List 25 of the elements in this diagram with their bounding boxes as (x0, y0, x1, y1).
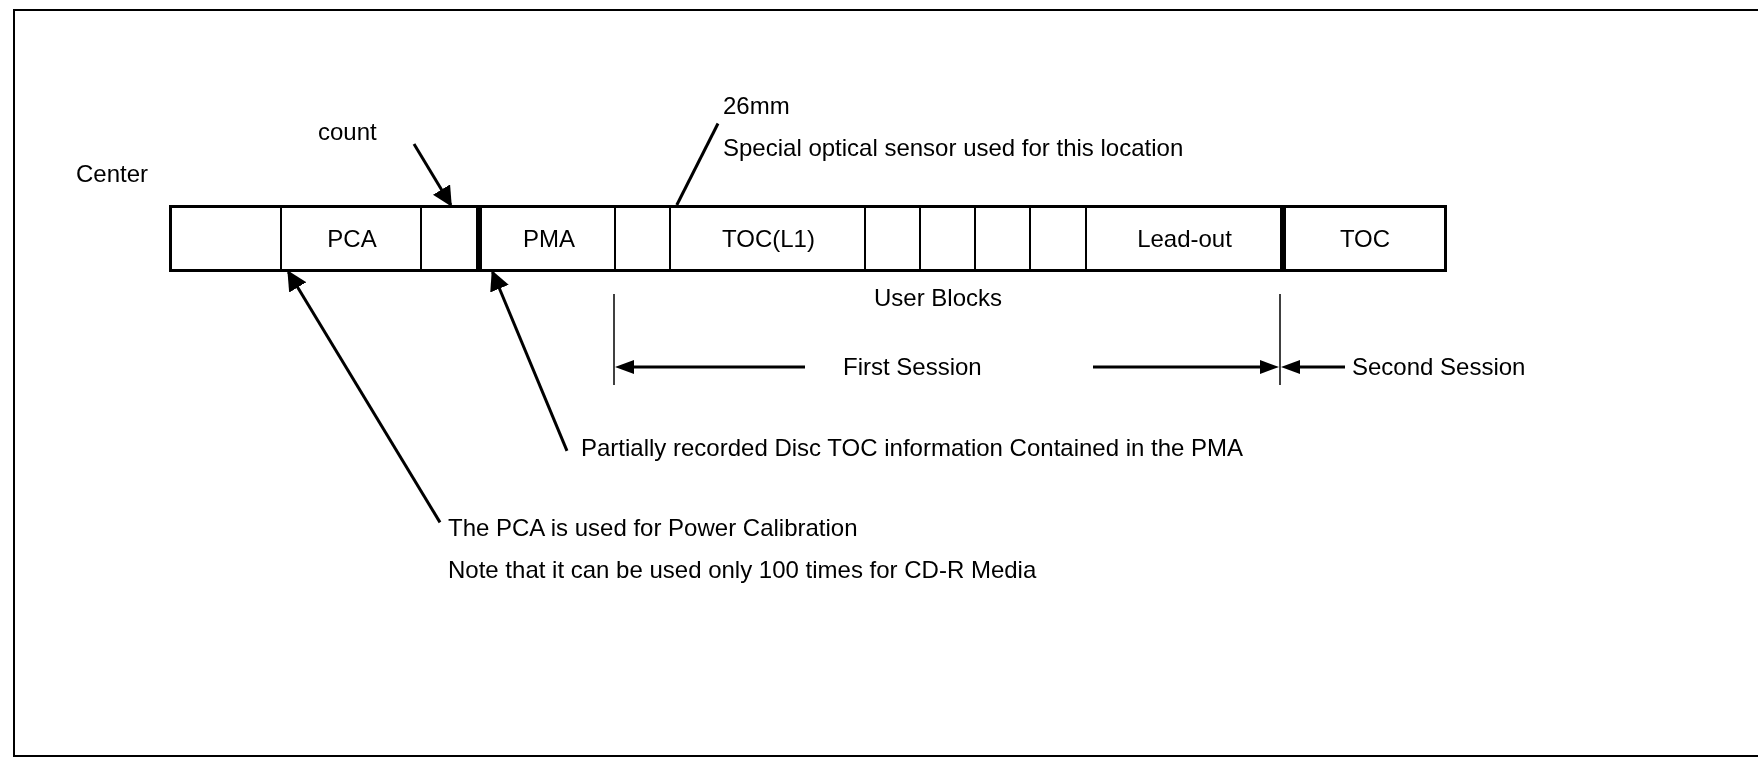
leader-arrow (287, 270, 442, 524)
callout-text: Special optical sensor used for this location (723, 134, 1184, 162)
track-segment (614, 205, 671, 272)
leader-line (675, 122, 720, 206)
section-label: User Blocks (874, 284, 1003, 312)
callout-text: Note that it can be used only 100 times for CD-R Media (448, 556, 1037, 584)
callout-text: count (318, 118, 377, 146)
track-segment: TOC (1280, 205, 1447, 272)
session-label: Second Session (1352, 353, 1526, 381)
leader-arrow (490, 270, 569, 452)
callout-text: The PCA is used for Power Calibration (448, 514, 859, 542)
track-segment: Lead-out (1085, 205, 1282, 272)
track-segment: TOC(L1) (669, 205, 866, 272)
session-label: First Session (843, 353, 982, 381)
track-segment (974, 205, 1031, 272)
callout-text: 26mm (723, 92, 791, 120)
track-segment (1029, 205, 1087, 272)
track-segment: PMA (476, 205, 616, 272)
track-segment (864, 205, 921, 272)
center-label: Center (76, 160, 149, 188)
track-segment (919, 205, 976, 272)
callout-text: Partially recorded Disc TOC information Contained in the PMA (581, 434, 1244, 462)
track-segment (420, 205, 478, 272)
track-segment: PCA (280, 205, 422, 272)
leader-arrow (412, 143, 453, 207)
